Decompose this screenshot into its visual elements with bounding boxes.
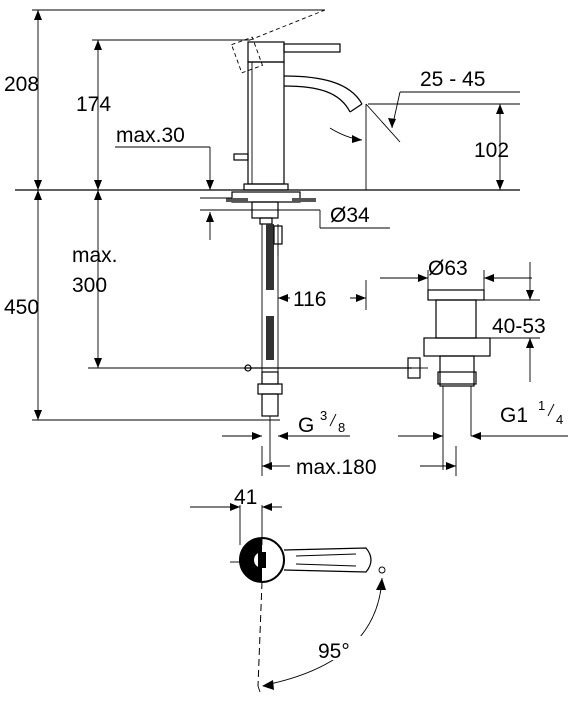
dim-102-label: 102	[474, 139, 509, 162]
dimension-116: 116	[278, 280, 367, 311]
dimension-angle: 25 - 45	[329, 68, 520, 190]
dimension-40-53: 40-53	[484, 262, 546, 382]
dim-max30-label: max.30	[116, 124, 185, 147]
mounting-assembly: Ø34	[200, 191, 390, 229]
dim-max180-label: max.180	[296, 456, 377, 479]
thread-g114-den: 4	[556, 412, 563, 427]
thread-g114-main: G1	[500, 404, 528, 427]
waste-assembly	[420, 289, 491, 470]
dim-208-label: 208	[4, 73, 39, 96]
dimension-thread-g114: G1 1 4	[398, 398, 568, 440]
dimension-102: 102	[368, 103, 520, 190]
dim-41-label: 41	[234, 486, 257, 509]
dim-174-label: 174	[76, 93, 111, 116]
thread-g114-num: 1	[538, 398, 545, 413]
dim-diameter34-label: Ø34	[330, 204, 370, 227]
thread-g38-den: 8	[338, 420, 345, 435]
dimension-208: 208	[4, 9, 325, 190]
dimension-diameter63: Ø63	[380, 257, 532, 290]
dimension-max30: max.30	[115, 124, 214, 240]
dimension-thread-g38: G 3 8	[222, 408, 350, 440]
thread-g38-num: 3	[320, 408, 327, 423]
top-view: 41 95°	[190, 486, 386, 693]
dimension-174: 174	[76, 39, 250, 190]
faucet-body	[230, 9, 363, 191]
dim-angle-label: 25 - 45	[420, 68, 485, 91]
dimension-450: 450	[4, 190, 280, 421]
pull-rod	[244, 357, 421, 470]
dim-95-label: 95°	[318, 640, 350, 663]
dim-diameter63-label: Ø63	[428, 257, 468, 280]
dim-max300-line2: 300	[72, 274, 107, 297]
dim-450-label: 450	[4, 296, 39, 319]
dim-40-53-label: 40-53	[492, 315, 546, 338]
thread-g38-main: G	[298, 414, 314, 437]
dim-116-label: 116	[293, 288, 326, 311]
dim-max300-line1: max.	[72, 244, 118, 267]
dimension-max180: max.180	[261, 446, 457, 479]
